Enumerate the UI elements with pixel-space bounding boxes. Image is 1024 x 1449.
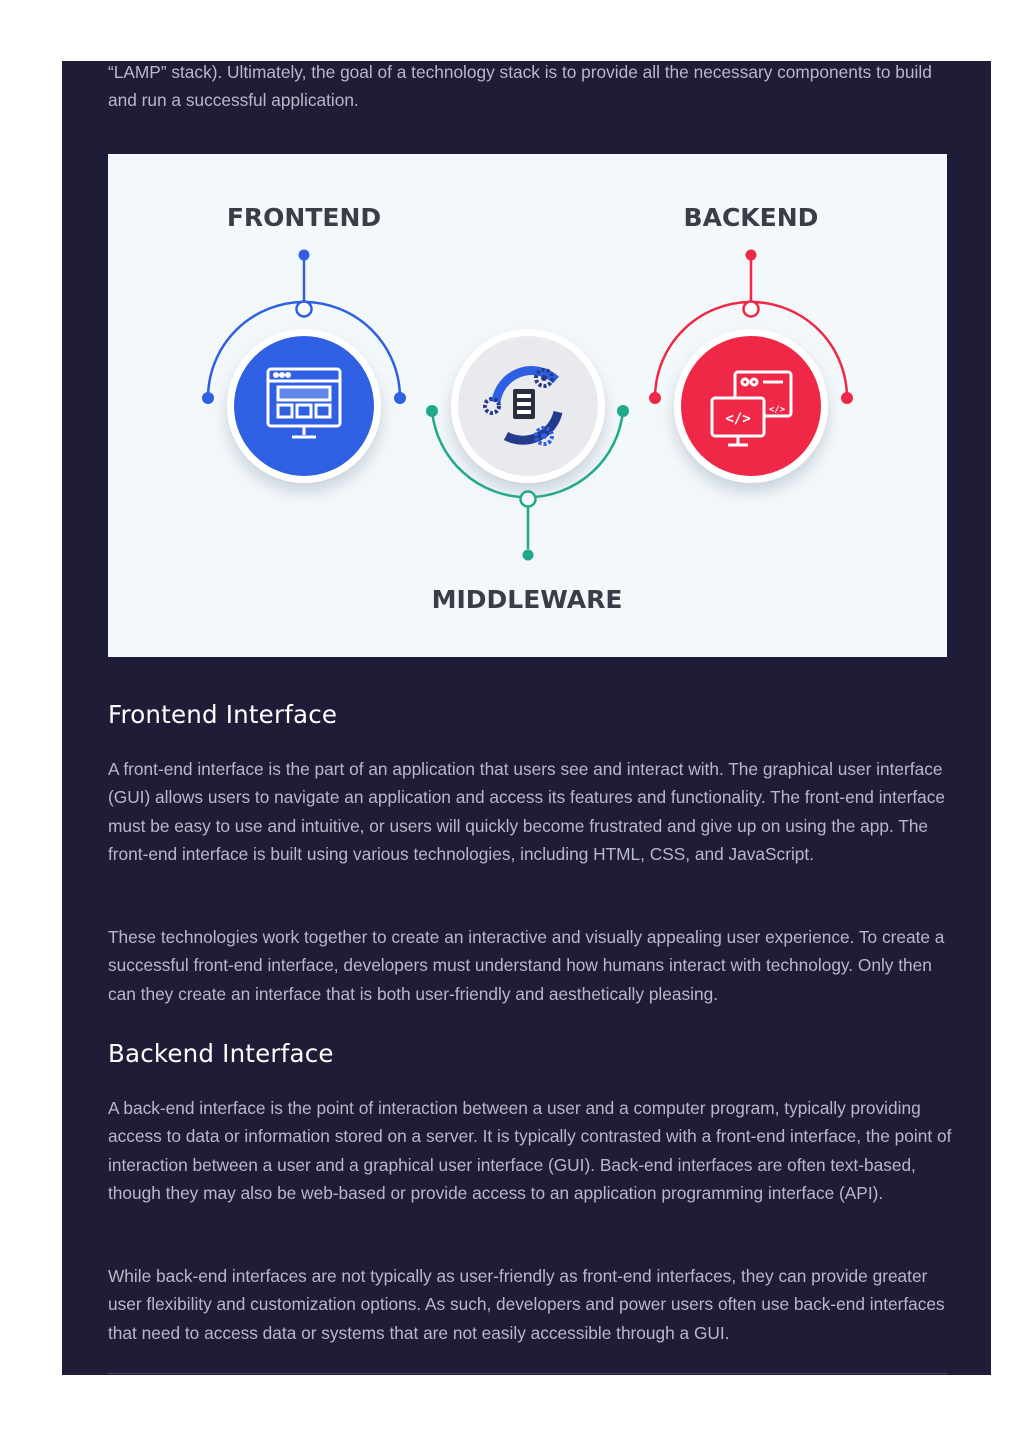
frontend-paragraph-2: These technologies work together to crea…: [108, 927, 945, 1004]
frontend-paragraph-1: A front-end interface is the part of an …: [108, 759, 945, 864]
tech-stack-illustration: FRONTEND BACKEND MIDDLEWARE: [108, 154, 947, 657]
frontend-node: [227, 329, 381, 483]
backend-paragraph-2: While back-end interfaces are not typica…: [108, 1266, 945, 1343]
middleware-node: [451, 329, 605, 483]
frontend-heading: Frontend Interface: [108, 700, 338, 729]
backend-label: BACKEND: [684, 203, 819, 232]
web-browser-monitor-icon: [266, 367, 342, 439]
backend-heading: Backend Interface: [108, 1039, 334, 1068]
code-monitor-icon: </> </>: [710, 370, 793, 447]
frontend-label: FRONTEND: [227, 203, 381, 232]
backend-paragraph-1: A back-end interface is the point of int…: [108, 1098, 952, 1203]
svg-text:</>: </>: [725, 411, 750, 427]
server-gears-icon: [483, 366, 563, 446]
svg-text:</>: </>: [769, 405, 786, 415]
middleware-label: MIDDLEWARE: [432, 585, 623, 614]
backend-node: </> </>: [674, 329, 828, 483]
intro-paragraph: “LAMP” stack). Ultimately, the goal of a…: [108, 62, 932, 111]
section-divider: [108, 1373, 947, 1374]
